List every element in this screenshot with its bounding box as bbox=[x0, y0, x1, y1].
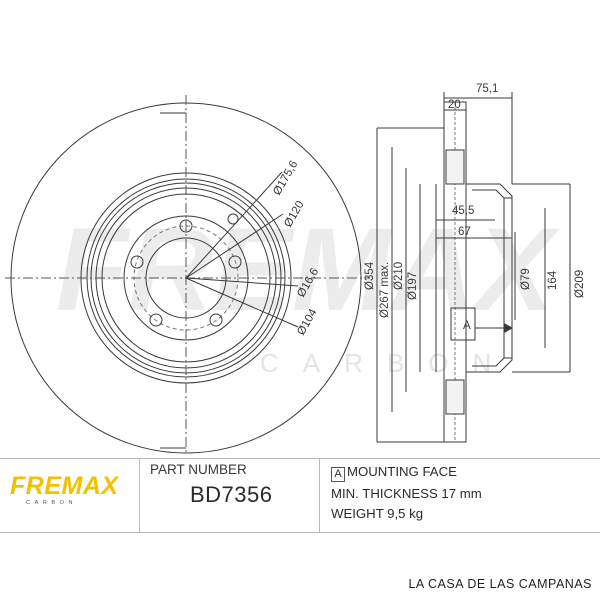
disc-front-view bbox=[5, 95, 370, 455]
bolt-hole-4 bbox=[149, 313, 163, 327]
part-number-label: PART NUMBER bbox=[150, 462, 247, 477]
mounting-arrow-head bbox=[504, 323, 514, 333]
leader-104 bbox=[185, 277, 299, 328]
logo-sub: CARBON bbox=[26, 500, 78, 506]
bolt-hole-1 bbox=[179, 219, 193, 233]
disc-section-view bbox=[376, 92, 571, 443]
dim-d209: Ø209 bbox=[574, 270, 586, 298]
mounting-face-text: MOUNTING FACE bbox=[347, 464, 457, 479]
dim-d79: Ø79 bbox=[520, 268, 532, 290]
vent-slot-bottom bbox=[445, 379, 465, 415]
mounting-face-marker: A bbox=[463, 320, 471, 332]
bolt-hole-2 bbox=[228, 255, 242, 269]
watermark-brand: FREMAX bbox=[56, 204, 561, 336]
marker-box: A bbox=[331, 467, 345, 482]
footer-separator-2 bbox=[319, 458, 320, 532]
dim-d197: Ø197 bbox=[407, 272, 419, 300]
fremax-logo: FREMAX CARBON bbox=[10, 472, 130, 507]
vent-slot-top bbox=[445, 149, 465, 185]
hat-profile bbox=[466, 183, 513, 373]
logo-word: FREMAX bbox=[10, 472, 119, 500]
dim-d354: Ø354 bbox=[364, 261, 376, 290]
dim-164: 164 bbox=[547, 270, 559, 290]
watermark-sub: CARBON bbox=[260, 348, 515, 378]
shop-name: LA CASA DE LAS CAMPANAS bbox=[408, 577, 592, 591]
brake-disc-drawing: FREMAX CARBON bbox=[5, 83, 586, 455]
dim-75: 75,1 bbox=[476, 83, 498, 95]
mounting-face-box bbox=[450, 307, 476, 341]
part-number: BD7356 bbox=[190, 482, 273, 507]
bolt-hole-3 bbox=[209, 313, 223, 327]
dim-67: 67 bbox=[458, 226, 471, 238]
dim-d175: Ø175,6 bbox=[271, 159, 300, 198]
weight: WEIGHT 9,5 kg bbox=[331, 506, 424, 521]
leader-16 bbox=[185, 277, 299, 287]
footer-rule-top bbox=[0, 458, 600, 459]
leader-120 bbox=[185, 213, 284, 279]
bolt-hole-5 bbox=[130, 255, 144, 269]
dim-d210: Ø210 bbox=[393, 262, 405, 290]
leader-175 bbox=[185, 171, 283, 279]
hat-inner-profile bbox=[472, 189, 505, 367]
dim-d267: Ø267 max. bbox=[379, 262, 391, 318]
footer-rule-bottom bbox=[0, 532, 600, 533]
locating-hole bbox=[227, 213, 239, 225]
footer-separator-1 bbox=[139, 458, 140, 532]
dim-20: 20 bbox=[448, 99, 461, 111]
min-thickness: MIN. THICKNESS 17 mm bbox=[331, 486, 482, 501]
dim-45: 45,5 bbox=[452, 205, 474, 217]
